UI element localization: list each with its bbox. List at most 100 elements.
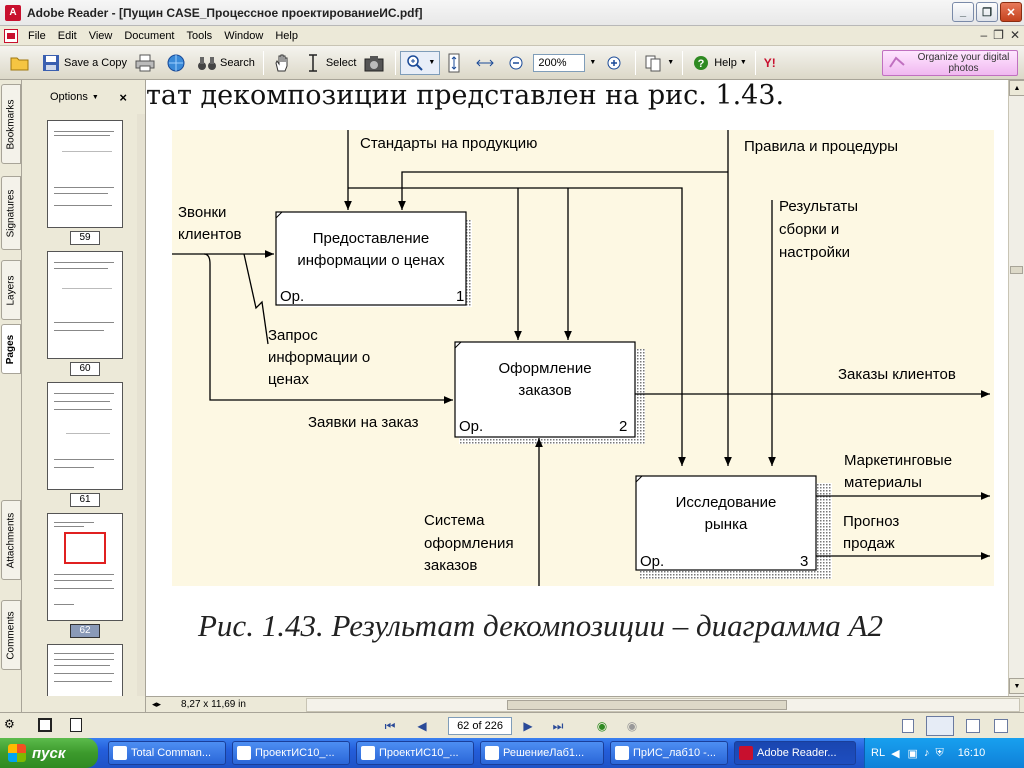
menu-edit[interactable]: Edit [57,29,77,42]
panel-close-button[interactable]: × [119,90,127,105]
minimize-button[interactable]: _ [952,2,974,22]
last-page-button[interactable]: ⏭ [552,718,564,733]
page-thumbnail-current[interactable] [47,513,123,621]
snapshot-button[interactable] [360,50,391,76]
tray-network-icon[interactable]: ▣ [907,747,918,760]
page-thumbnail[interactable] [47,644,123,696]
box-3-number: 3 [800,553,808,570]
help-button[interactable]: ? Help ▼ [687,50,751,76]
menu-tools[interactable]: Tools [186,29,213,42]
go-forward-button[interactable]: ◉ [626,719,638,733]
box-1-op: Ор. [280,288,304,305]
tab-bookmarks[interactable]: Bookmarks [1,84,21,164]
split-icon[interactable]: ◂▸ [152,699,162,709]
tab-attachments[interactable]: Attachments [1,500,21,580]
save-copy-label: Save a Copy [64,56,127,69]
label-order-system: Система [424,512,485,529]
menu-document[interactable]: Document [124,29,175,42]
hand-tool-button[interactable] [268,50,299,76]
zoom-in-button[interactable] [600,50,631,76]
language-indicator[interactable]: RL [871,747,886,759]
options-menu[interactable]: Options [50,91,88,103]
tab-layers[interactable]: Layers [1,260,21,320]
screen-icon[interactable] [38,718,52,732]
open-button[interactable] [6,50,37,76]
zoom-dropdown-button[interactable]: ▼ [585,50,600,76]
document-viewport[interactable]: тат декомпозиции представлен на рис. 1.4… [146,80,1008,696]
tab-label: Layers [5,274,17,306]
print-button[interactable] [131,50,162,76]
scroll-up-button[interactable]: ▲ [1009,80,1024,96]
view-region-indicator[interactable] [64,532,106,564]
tab-pages[interactable]: Pages [1,324,21,374]
rotate-view-button[interactable]: ▼ [640,50,678,76]
go-back-button[interactable]: ◉ [596,719,608,733]
chevron-down-icon: ▼ [428,59,436,66]
next-page-button[interactable]: ▶ [523,719,533,733]
tray-security-icon[interactable]: ⛨ [935,746,944,759]
horizontal-scroll-thumb[interactable] [507,700,787,710]
chevron-down-icon: ▼ [739,59,747,66]
search-button[interactable]: Search [193,50,259,76]
document-horizontal-scrollbar[interactable] [306,698,1020,712]
page-thumbnail[interactable] [47,120,123,228]
yahoo-button[interactable]: Y! [760,50,780,76]
page-number-label: 59 [70,231,100,245]
taskbar-item-word-doc[interactable]: ПроектИС10_... [232,741,350,765]
email-button[interactable] [162,50,193,76]
taskbar-item-word-doc[interactable]: ПрИС_лаб10 -... [610,741,728,765]
organize-photos-promo[interactable]: Organize your digital photos [882,50,1018,76]
zoom-out-button[interactable] [502,50,533,76]
restore-button[interactable]: ❐ [976,2,998,22]
box-1-number: 1 [456,288,464,305]
search-label: Search [219,56,255,69]
zoom-level-input[interactable]: 200% [533,53,586,72]
tray-volume-icon[interactable]: ♪ [923,747,930,759]
tab-comments[interactable]: Comments [1,600,21,670]
previous-page-button[interactable]: ◀ [417,719,427,733]
page-number-input[interactable]: 62 of 226 [448,717,512,735]
facing-view-icon[interactable] [966,719,980,733]
doc-close-button[interactable]: ✕ [1009,28,1020,42]
menu-window[interactable]: Window [224,29,264,42]
box-2-number: 2 [619,418,627,435]
hand-icon [272,53,292,73]
page-thumbnail[interactable] [47,382,123,490]
scroll-thumb[interactable] [1010,266,1023,274]
fit-width-button[interactable] [471,50,502,76]
single-page-view-icon[interactable] [902,719,914,733]
zoom-in-tool-button[interactable]: ▼ [400,50,441,75]
first-page-button[interactable]: ⏮ [384,718,396,733]
box-2-title: Оформление [498,360,591,377]
close-button[interactable]: ✕ [1000,2,1022,22]
scroll-down-button[interactable]: ▼ [1009,678,1024,694]
select-tool-button[interactable]: Select [299,50,361,76]
thumbnail-scrollbar[interactable] [137,114,145,696]
document-properties-icon[interactable] [70,718,82,732]
document-vertical-scrollbar[interactable]: ▲ ▼ [1008,80,1024,696]
save-copy-button[interactable]: Save a Copy [37,50,131,76]
doc-restore-button[interactable]: ❐ [993,28,1004,42]
system-tray: RL ◀ ▣ ♪ ⛨ 16:10 [864,738,1024,768]
tab-label: Comments [5,610,17,660]
doc-minimize-button[interactable]: – [980,28,988,42]
taskbar-item-word-doc[interactable]: ПроектИС10_... [356,741,474,765]
continuous-facing-view-icon[interactable] [994,719,1008,733]
word-icon [361,746,375,760]
page-thumbnail[interactable] [47,251,123,359]
menu-view[interactable]: View [88,29,113,42]
chevron-down-icon: ▼ [589,59,597,66]
tab-signatures[interactable]: Signatures [1,176,21,250]
menu-file[interactable]: File [28,29,46,42]
document-icon[interactable] [4,28,18,43]
continuous-view-icon[interactable] [926,716,954,736]
start-button[interactable]: пуск [0,738,98,768]
fit-page-button[interactable] [440,50,471,76]
menu-help[interactable]: Help [275,29,298,42]
taskbar-item-total-commander[interactable]: Total Comman... [108,741,226,765]
taskbar-item-word-doc[interactable]: РешениеЛаб1... [480,741,604,765]
accessibility-icon[interactable]: ⚙ [4,717,15,731]
tray-arrow-icon[interactable]: ◀ [891,747,900,760]
task-label: РешениеЛаб1... [503,747,585,759]
taskbar-item-adobe-reader[interactable]: Adobe Reader... [734,741,856,765]
